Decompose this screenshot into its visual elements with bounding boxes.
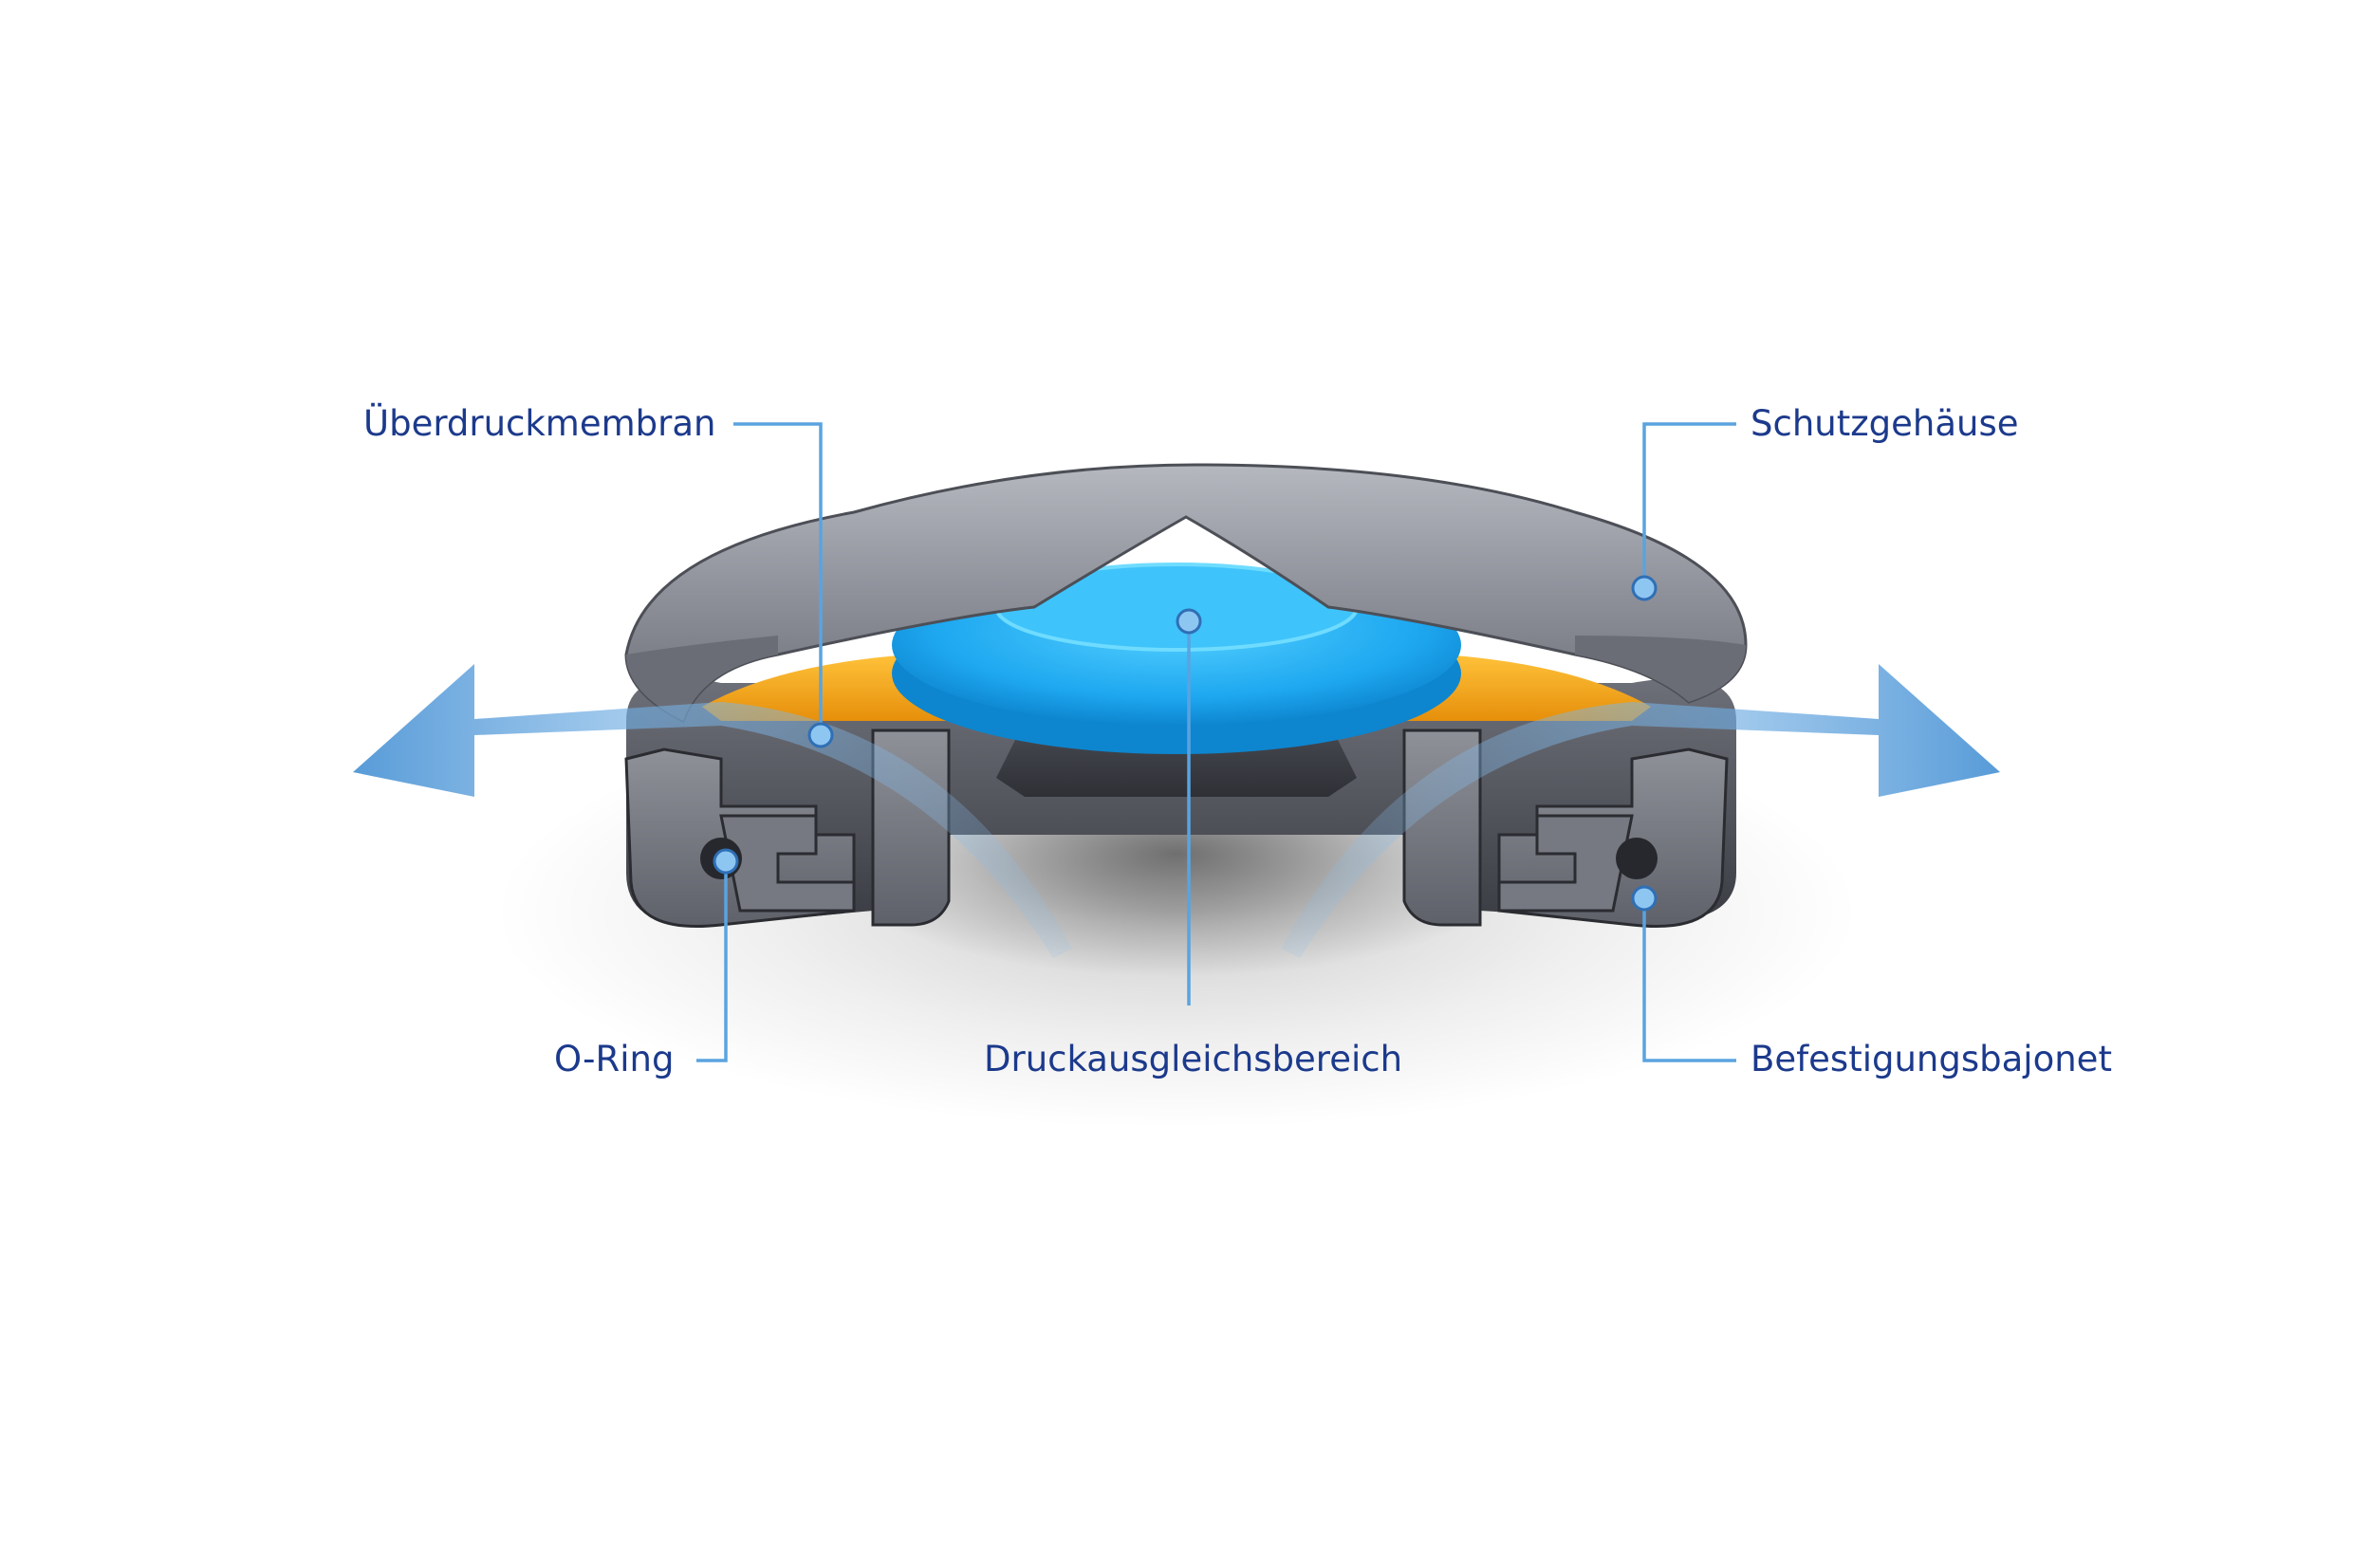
dot-schutzgehaeuse [1631, 575, 1658, 601]
leader-bajonet [1642, 898, 1736, 1062]
label-befestigungsbajonet: Befestigungsbajonet [1751, 1039, 2112, 1079]
protective-cap [624, 463, 1748, 724]
right-hook [1497, 814, 1634, 913]
leader-dots [713, 575, 1658, 912]
right-oring [1616, 838, 1658, 879]
leader-oring [696, 861, 728, 1062]
dot-ueberdruckmembran [807, 722, 834, 748]
label-schutzgehaeuse: Schutzgehäuse [1751, 403, 2019, 444]
dot-oring [713, 848, 739, 875]
leader-lines [696, 422, 1736, 1062]
right-flow-arrow [1281, 664, 2000, 958]
dot-bajonet [1631, 885, 1658, 912]
left-hook [719, 814, 856, 913]
cap-cut-face-left [626, 636, 778, 721]
dot-druckausgleich [1176, 608, 1202, 635]
label-druckausgleichsbereich: Druckausgleichsbereich [984, 1039, 1403, 1079]
label-oring: O-Ring [554, 1039, 675, 1079]
cap-cut-face-right [1575, 636, 1746, 702]
leader-ueberdruckmembran [733, 422, 823, 735]
label-ueberdruckmembran: Überdruckmembran [363, 403, 716, 444]
leader-schutzgehaeuse [1642, 422, 1736, 588]
left-flow-arrow [353, 664, 1072, 958]
